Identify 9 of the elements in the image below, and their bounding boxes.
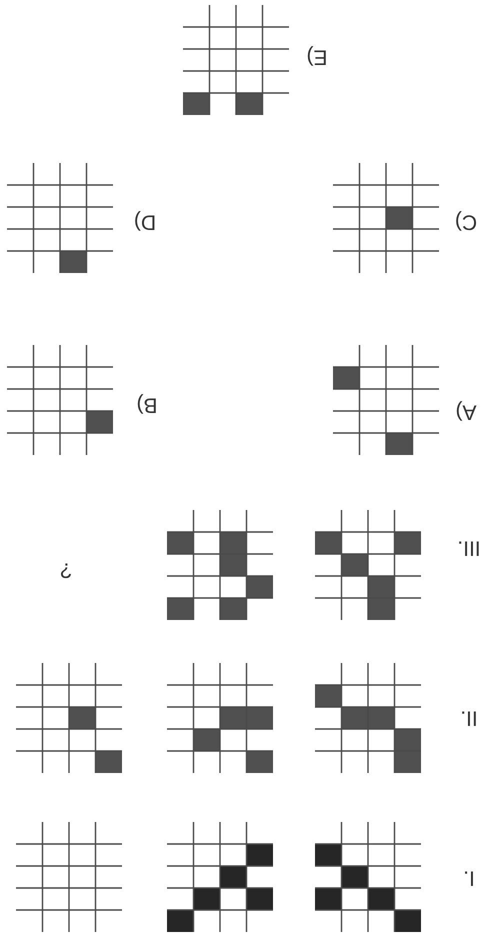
option-label: ? <box>60 560 72 580</box>
option-label: II. <box>460 708 478 728</box>
option-label: B) <box>136 394 158 416</box>
option-label: D) <box>134 212 156 232</box>
option-label: E) <box>306 46 328 68</box>
option-label: III. <box>457 538 481 558</box>
option-label: A) <box>456 402 476 422</box>
option-label: I. <box>463 868 475 888</box>
option-label: C) <box>454 212 478 232</box>
